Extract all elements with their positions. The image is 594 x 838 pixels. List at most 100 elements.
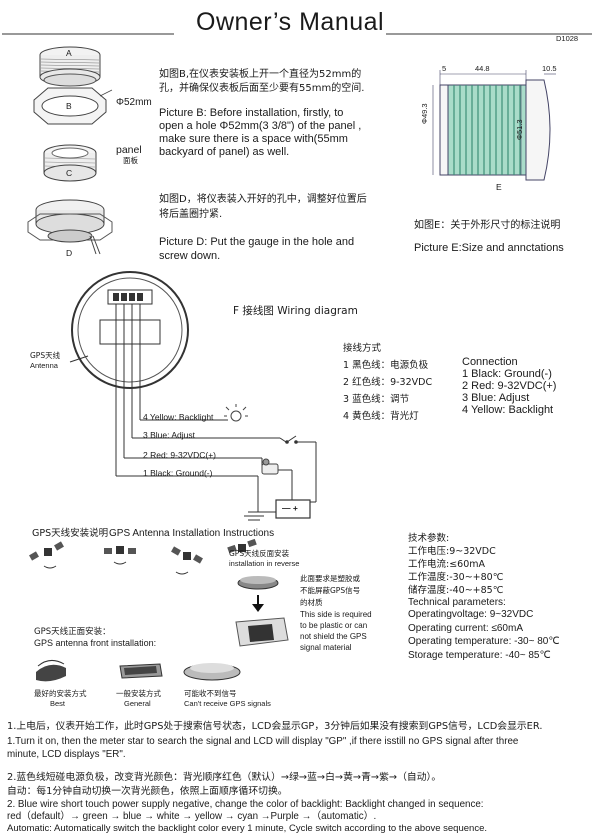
switch-icon [285, 435, 298, 444]
antenna-cant-drawing [183, 663, 241, 681]
gps-front-en: GPS antenna front installation: [34, 638, 157, 648]
gps-cant-cn: 可能收不到信号 [184, 689, 237, 698]
note-1-en-1: 1.Turn it on, then the meter star to sea… [7, 736, 519, 747]
spec-voltage-en: Operatingvoltage: 9~32VDC [408, 609, 534, 620]
part-label-a: A [66, 48, 72, 58]
pic-b-en-3: make sure there is a space with(55mm [159, 133, 348, 145]
pic-b-en-4: backyard of panel) as well. [159, 146, 290, 158]
dim-flange: 5 [442, 64, 447, 73]
gps-reverse-cn: GPS天线反面安装 [229, 549, 290, 558]
gps-front-cn: GPS天线正面安装： [34, 627, 111, 637]
connection-cn-1: 1 黑色线：电源负极 [343, 360, 429, 371]
part-d-drawing [27, 199, 113, 255]
dim-bezel: 10.5 [542, 64, 557, 73]
dim-thread-dia: Φ51.3 [515, 119, 524, 140]
document-code: D1028 [556, 34, 579, 43]
antenna-general-drawing [119, 663, 163, 679]
gps-general-en: General [124, 699, 151, 708]
part-b-drawing [33, 87, 113, 125]
wiring-title: F 接线图 Wiring diagram [233, 305, 358, 317]
dim-body-dia: Φ49.3 [420, 103, 429, 124]
panel-label-cn: 面板 [123, 156, 138, 165]
lamp-icon [224, 404, 248, 422]
connection-cn-2: 2 红色线：9-32VDC [343, 377, 433, 388]
spec-voltage-cn: 工作电压:9~32VDC [408, 546, 496, 557]
pic-d-cn-2: 将后盖圈拧紧. [159, 209, 223, 220]
gps-reverse-en: installation in reverse [229, 559, 300, 568]
connection-cn-3: 3 蓝色线：调节 [343, 394, 410, 405]
fuse-icon [261, 458, 279, 475]
spec-current-en: Operating current: ≤60mA [408, 623, 523, 634]
battery-icon [275, 499, 311, 519]
satellite-icon-4 [227, 538, 257, 554]
spec-storetemp-en: Storage temperature: -40~ 85℃ [408, 650, 551, 661]
dim-length: 44.8 [475, 64, 490, 73]
page-title: Owner’s Manual [196, 8, 385, 36]
gps-note-en-2: to be plastic or can [300, 621, 368, 630]
gps-title-en: GPS Antenna Installation Instructions [109, 528, 275, 539]
satellite-icon-3 [171, 546, 203, 575]
connection-en-title: Connection [462, 356, 518, 368]
gps-best-cn: 最好的安装方式 [34, 689, 87, 698]
part-c-drawing [43, 144, 97, 182]
connection-en-2: 2 Red: 9-32VDC(+) [462, 380, 557, 392]
gps-note-cn-1: 此面要求是塑胶或 [300, 574, 360, 583]
connection-en-3: 3 Blue: Adjust [462, 392, 530, 404]
connection-en-4: 4 Yellow: Backlight [462, 404, 554, 416]
spec-title-cn: 技术参数: [408, 533, 450, 544]
battery-terminals: — + [282, 503, 298, 513]
gps-note-en-4: signal material [300, 643, 352, 652]
note-2-cn-2: 自动：每1分钟自动切换一次背光颜色，依照上面顺序循环切换。 [7, 786, 288, 797]
wire-2-label: 2 Red: 9-32VDC(+) [143, 450, 216, 460]
spec-title-en: Technical parameters: [408, 597, 506, 608]
wiring-lines [69, 304, 317, 521]
antenna-reverse-drawing [235, 576, 289, 647]
connection-cn-title: 接线方式 [343, 343, 382, 354]
pic-d-en-1: Picture D: Put the gauge in the hole and [159, 236, 355, 248]
gps-general-cn: 一般安装方式 [116, 689, 161, 698]
part-label-c: C [66, 168, 73, 178]
gps-note-en-1: This side is required [300, 610, 372, 619]
satellite-icon-2 [104, 546, 136, 565]
gps-note-cn-3: 的材质 [300, 598, 323, 607]
note-2-en-2: red（default）→ green → blue → white → yel… [7, 811, 377, 822]
spec-optemp-cn: 工作温度:-30~+80℃ [408, 572, 504, 583]
note-2-cn-1: 2.蓝色线短碰电源负极，改变背光颜色：背光顺序红色（默认）→绿→蓝→白→黄→青→… [7, 772, 442, 783]
part-a-drawing [39, 46, 101, 87]
part-e-drawing [432, 70, 556, 181]
wire-4-label: 4 Yellow: Backlight [143, 412, 214, 422]
part-label-d: D [66, 248, 73, 258]
pic-b-cn-2: 孔，并确保仪表板后面至少要有55mm的空间. [159, 83, 365, 94]
antenna-label-en: Antenna [30, 361, 58, 370]
pic-d-cn-1: 如图D，将仪表装入开好的孔中，调整好位置后 [159, 194, 367, 205]
spec-current-cn: 工作电流:≤60mA [408, 559, 486, 570]
panel-label: panel [116, 144, 142, 156]
antenna-best-drawing [36, 660, 66, 682]
pic-b-en-2: open a hole Φ52mm(3 3/8") of the panel , [159, 120, 362, 132]
spec-optemp-en: Operating temperature: -30~ 80℃ [408, 636, 560, 647]
part-label-e: E [496, 182, 502, 192]
gps-note-cn-2: 不能屏蔽GPS信号 [300, 586, 361, 595]
gps-best-en: Best [50, 699, 66, 708]
pic-e-en: Picture E:Size and annctations [414, 242, 564, 254]
connection-en-1: 1 Black: Ground(-) [462, 368, 552, 380]
wiring-gauge-drawing [71, 271, 189, 389]
pic-b-cn-1: 如图B,在仪表安装板上开一个直径为52mm的 [159, 69, 362, 80]
note-2-en-1: 2. Blue wire short touch power supply ne… [7, 799, 484, 810]
connection-cn-4: 4 黄色线：背光灯 [343, 411, 419, 422]
wire-3-label: 3 Blue: Adjust [143, 430, 195, 440]
part-label-b: B [66, 101, 72, 111]
antenna-label-cn: GPS天线 [30, 351, 61, 360]
pic-e-cn: 如图E：关于外形尺寸的标注说明 [414, 220, 561, 231]
spec-storetemp-cn: 储存温度:-40~+85℃ [408, 585, 504, 596]
gps-note-en-3: not shield the GPS [300, 632, 367, 641]
satellite-icon-1 [29, 541, 64, 569]
note-1-en-2: minute, LCD displays "ER". [7, 749, 126, 760]
wire-1-label: 1 Black: Ground(-) [143, 468, 213, 478]
pic-d-en-2: screw down. [159, 250, 221, 262]
pic-b-en-1: Picture B: Before installation, firstly,… [159, 107, 344, 119]
note-1-cn: 1.上电后，仪表开始工作，此时GPS处于搜索信号状态，LCD会显示GP，3分钟后… [7, 721, 543, 732]
gps-cant-en: Can't receive GPS signals [184, 699, 271, 708]
note-2-en-3: Automatic: Automatically switch the back… [7, 823, 487, 834]
